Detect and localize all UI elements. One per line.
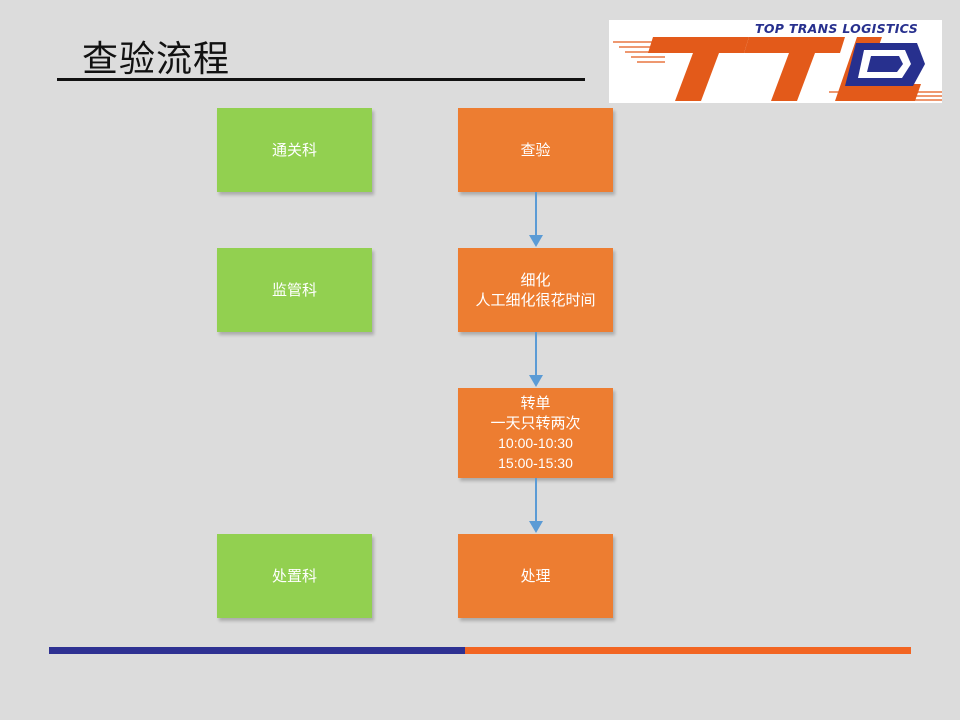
logo-tagline: TOP TRANS LOGISTICS	[755, 21, 918, 36]
arrowhead-icon	[529, 375, 543, 387]
process-step-line: 细化	[520, 271, 551, 289]
process-step-line: 查验	[520, 141, 551, 159]
logo-e-arrow	[845, 43, 925, 86]
process-step-line: 转单	[520, 394, 551, 412]
ttl-logo-graphic	[613, 37, 942, 101]
process-step-inspection: 查验	[458, 108, 613, 192]
department-box-customs: 通关科	[217, 108, 372, 192]
process-step-time: 15:00-15:30	[498, 455, 573, 471]
logo-letter-t2	[744, 37, 845, 101]
department-box-supervision: 监管科	[217, 248, 372, 332]
department-label: 处置科	[271, 567, 317, 585]
arrowhead-icon	[529, 235, 543, 247]
process-step-transfer: 转单 一天只转两次 10:00-10:30 15:00-15:30	[458, 388, 613, 478]
process-step-line: 人工细化很花时间	[475, 291, 596, 309]
department-box-disposal: 处置科	[217, 534, 372, 618]
department-label: 监管科	[271, 281, 317, 299]
company-logo: TOP TRANS LOGISTICS	[609, 20, 942, 103]
process-step-line: 处理	[520, 567, 551, 585]
process-step-handling: 处理	[458, 534, 613, 618]
process-step-line: 一天只转两次	[490, 414, 581, 432]
logo-letter-t1	[648, 37, 749, 101]
arrowhead-icon	[529, 521, 543, 533]
footer-bar-blue	[49, 647, 465, 654]
title-underline	[57, 78, 585, 81]
footer-bar-orange	[465, 647, 911, 654]
process-step-time: 10:00-10:30	[498, 435, 573, 451]
slide-title: 查验流程	[82, 39, 231, 80]
department-label: 通关科	[271, 141, 317, 159]
process-step-refinement: 细化 人工细化很花时间	[458, 248, 613, 332]
